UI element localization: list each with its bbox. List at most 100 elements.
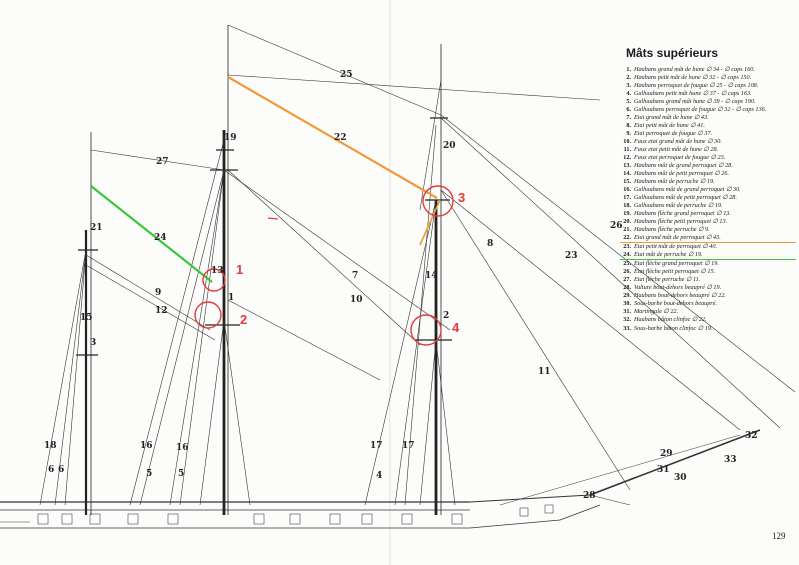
- label-17b: 17: [402, 441, 415, 451]
- label-5b: 5: [178, 469, 184, 479]
- legend-item-number: 1.: [626, 66, 631, 73]
- legend-item-text: Haubans mât de petit perroquet ∅ 26.: [634, 170, 730, 178]
- legend-item-number: 11.: [623, 146, 631, 154]
- legend-item: 14.Haubans mât de petit perroquet ∅ 26.: [620, 170, 796, 178]
- label-26: 26: [610, 221, 623, 231]
- legend-item-number: 9.: [626, 130, 631, 138]
- legend-item: 13.Haubans mât de grand perroquet ∅ 28.: [620, 162, 796, 170]
- label-6b: 6: [58, 465, 64, 475]
- legend-item-text: Valture bout-dehors beaupré ∅ 19.: [634, 284, 722, 292]
- legend-item-text: Haubans flèche grand perroquet ∅ 13.: [634, 210, 731, 218]
- legend-item: 22.Etai grand mât de perroquet ∅ 43.: [620, 234, 796, 244]
- legend-item: 7.Etai grand mât de hune ∅ 43.: [620, 114, 796, 122]
- legend-item-text: Galhaubans grand mât hune ∅ 39 - ∅ caps …: [634, 98, 756, 106]
- legend-item-text: Etai grand mât de perroquet ∅ 43.: [634, 234, 721, 242]
- legend-item: 21.Haubans flèche perruche ∅ 9.: [620, 226, 796, 234]
- legend-item-text: Etai grand mât de hune ∅ 43.: [634, 114, 709, 122]
- label-6a: 6: [48, 465, 54, 475]
- legend-item-text: Galhaubans mât de grand perroquet ∅ 30.: [634, 186, 741, 194]
- legend-item-text: Etai flèche grand perroquet ∅ 19.: [634, 260, 719, 268]
- legend-item-number: 25.: [623, 260, 631, 268]
- legend-item-text: Sous-barbe bout-dehors beaupré.: [634, 300, 718, 308]
- legend-item-number: 21.: [623, 226, 631, 234]
- deck-fittings: [37, 504, 554, 525]
- legend-item: 30.Sous-barbe bout-dehors beaupré.: [620, 300, 796, 308]
- legend-item: 25.Etai flèche grand perroquet ∅ 19.: [620, 260, 796, 268]
- legend-item-number: 22.: [623, 234, 631, 242]
- marker-4: 4: [452, 320, 460, 335]
- legend-item: 20.Haubans flèche petit perroquet ∅ 13.: [620, 218, 796, 226]
- legend-item-number: 12.: [623, 154, 631, 162]
- legend-item-text: Sous-barbe bâton clinfoc ∅ 19.: [634, 324, 713, 332]
- label-16b: 16: [176, 443, 189, 453]
- label-31: 31: [657, 465, 670, 475]
- legend-item: 28.Valture bout-dehors beaupré ∅ 19.: [620, 284, 796, 292]
- legend-item-text: Haubans petit mât de hune ∅ 32 - ∅ caps …: [634, 74, 752, 82]
- label-3: 3: [90, 338, 96, 348]
- book-gutter: [389, 0, 391, 565]
- stay-22-orange: [227, 76, 438, 199]
- legend-item-text: Haubans mât de perruche ∅ 19.: [634, 178, 715, 186]
- legend-item-text: Etai petit mât de perroquet ∅ 40.: [634, 243, 718, 251]
- legend-item-number: 10.: [623, 138, 631, 146]
- legend-item: 12.Faux etai perroquet de fougue ∅ 23.: [620, 154, 796, 162]
- label-4: 4: [376, 471, 382, 481]
- rigging-lines: [39, 24, 796, 506]
- legend-item-number: 28.: [623, 284, 631, 292]
- legend-item-text: Etai flèche petit perroquet ∅ 15.: [634, 268, 716, 276]
- red-tick-mark: [267, 217, 279, 220]
- legend-item-number: 15.: [623, 178, 631, 186]
- legend-item-number: 31.: [623, 308, 631, 316]
- rigging-labels: 25 22 27 24 23 26 20 19 21 13 15 3 9 12 …: [44, 70, 758, 501]
- label-17a: 17: [370, 441, 383, 451]
- legend-item: 5.Galhaubans grand mât hune ∅ 39 - ∅ cap…: [620, 98, 796, 106]
- legend-item-text: Haubans flèche petit perroquet ∅ 13.: [634, 218, 728, 226]
- legend-item-number: 27.: [623, 276, 631, 284]
- label-32: 32: [745, 431, 758, 441]
- legend-item-number: 4.: [626, 90, 631, 98]
- legend-item: 15.Haubans mât de perruche ∅ 19.: [620, 178, 796, 186]
- legend-item-number: 7.: [626, 114, 631, 122]
- label-30: 30: [674, 473, 687, 483]
- legend-item: 29.Haubans bout-dehors beaupré ∅ 22.: [620, 292, 796, 300]
- label-12: 12: [155, 306, 168, 316]
- legend-item: 8.Etai petit mât de hune ∅ 41.: [620, 122, 796, 130]
- legend-item-number: 14.: [623, 170, 631, 178]
- legend-item: 33.Sous-barbe bâton clinfoc ∅ 19.: [620, 325, 796, 333]
- legend-item-number: 13.: [623, 162, 631, 170]
- label-7: 7: [352, 271, 358, 281]
- highlight-circles: [194, 185, 454, 346]
- label-11: 11: [538, 367, 551, 377]
- label-27: 27: [156, 157, 169, 167]
- legend-item-text: Etai flèche perruche ∅ 11.: [634, 276, 701, 284]
- legend-item: 26.Etai flèche petit perroquet ∅ 15.: [620, 268, 796, 276]
- label-18: 18: [44, 441, 57, 451]
- label-10: 10: [350, 295, 363, 305]
- legend-item-number: 18.: [623, 202, 631, 210]
- label-21: 21: [90, 223, 103, 233]
- legend-title: Mâts supérieurs: [626, 46, 719, 60]
- legend-item: 31.Martingale ∅ 22.: [620, 308, 796, 316]
- legend-item-number: 23.: [623, 243, 631, 251]
- legend-item-text: Haubans bout-dehors beaupré ∅ 22.: [634, 292, 726, 300]
- legend-item: 27.Etai flèche perruche ∅ 11.: [620, 276, 796, 284]
- label-8: 8: [487, 239, 493, 249]
- legend-item-number: 30.: [623, 300, 631, 308]
- legend-item-number: 29.: [623, 292, 631, 300]
- legend-item: 32.Haubans bâton clinfoc ∅ 22.: [620, 316, 796, 324]
- legend-item: 18.Galhaubans mât de perruche ∅ 19.: [620, 202, 796, 210]
- label-15: 15: [80, 313, 93, 323]
- legend-item-text: Faux etai grand mât de hune ∅ 30.: [634, 138, 722, 146]
- legend-item: 6.Galhaubans perroquet de fougue ∅ 32 - …: [620, 106, 796, 114]
- legend-item-number: 20.: [623, 218, 631, 226]
- legend-item-number: 17.: [623, 194, 631, 202]
- legend-item-number: 8.: [626, 122, 631, 130]
- legend-item: 11.Faux etai petit mât de hune ∅ 28.: [620, 146, 796, 154]
- label-25: 25: [340, 70, 353, 80]
- legend-item: 17.Galhaubans mât de petit perroquet ∅ 2…: [620, 194, 796, 202]
- label-28: 28: [583, 491, 596, 501]
- hull: [0, 429, 761, 529]
- legend-item: 1.Haubans grand mât de hune ∅ 34 - ∅ cap…: [620, 66, 796, 74]
- legend-item-text: Haubans grand mât de hune ∅ 34 - ∅ caps …: [634, 66, 755, 73]
